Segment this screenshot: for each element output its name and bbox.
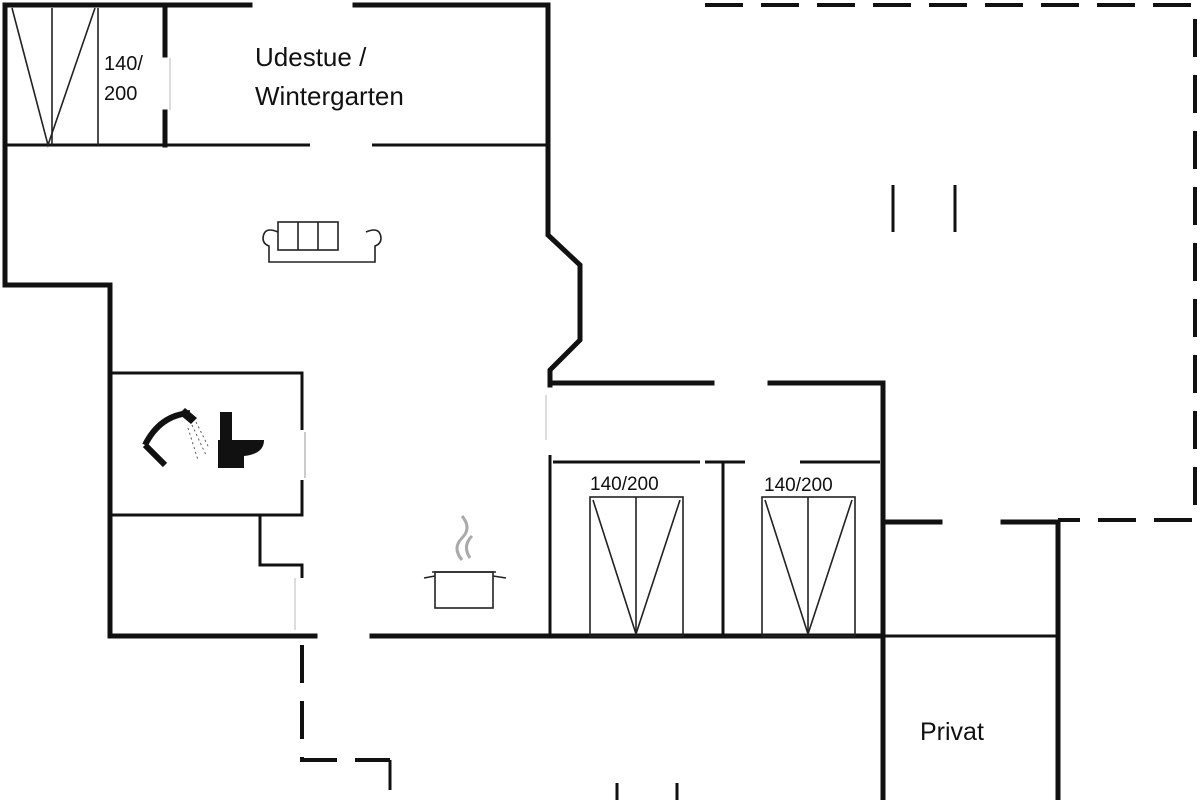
cooking-pot-icon <box>423 515 507 609</box>
interior-walls <box>5 143 1058 638</box>
room-label-private: Privat <box>920 718 984 746</box>
room-label-winter-garden-2: Wintergarten <box>255 81 404 111</box>
shower-icon <box>142 408 209 468</box>
exterior-walls <box>2 2 1061 800</box>
dashed-outline <box>300 3 1197 790</box>
sofa-icon <box>262 221 382 263</box>
bed-size-label-1: 140/ <box>104 53 143 75</box>
wall-ticks <box>615 185 957 800</box>
bed-size-label-2: 200 <box>104 83 137 105</box>
bed-bedroom-left <box>589 496 684 637</box>
bed-size-label-right: 140/200 <box>764 475 833 496</box>
toilet-icon <box>218 412 264 468</box>
bed-bedroom-right <box>761 496 856 637</box>
bed-top-left <box>11 7 99 148</box>
room-label-winter-garden-1: Udestue / <box>255 42 367 72</box>
bed-size-label-left: 140/200 <box>590 474 659 495</box>
door-markers <box>169 58 547 630</box>
